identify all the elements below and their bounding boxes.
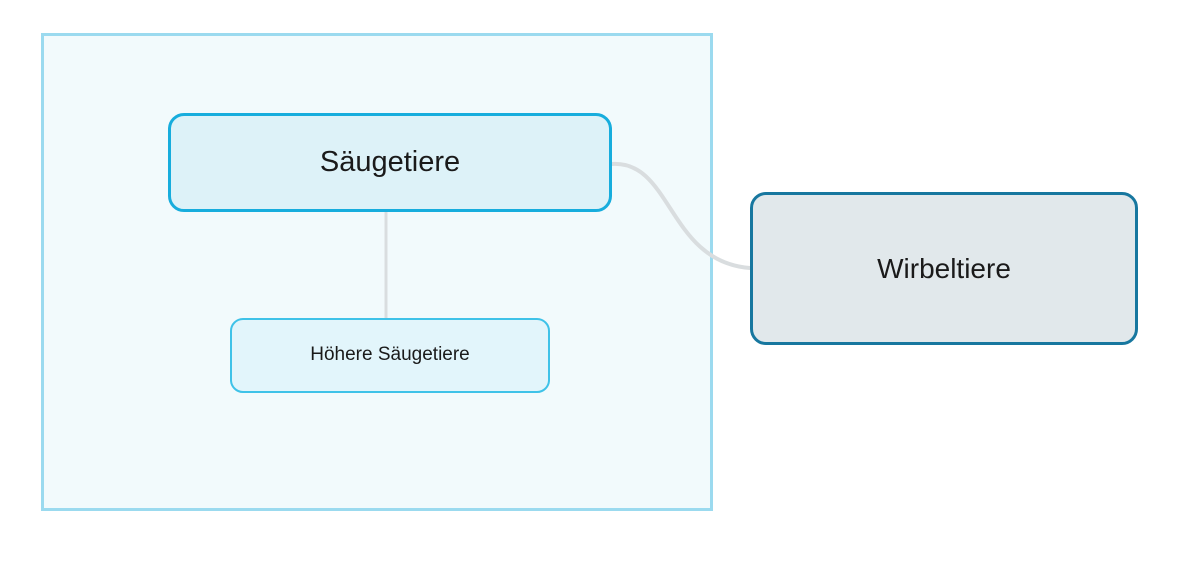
- node-wirbeltiere[interactable]: Wirbeltiere: [750, 192, 1138, 345]
- node-saugetiere[interactable]: Säugetiere: [168, 113, 612, 212]
- node-saugetiere-label: Säugetiere: [319, 146, 461, 179]
- node-hoehere-saugetiere-label: Höhere Säugetiere: [310, 344, 470, 366]
- node-wirbeltiere-label: Wirbeltiere: [877, 252, 1011, 284]
- group-container-saugetiere[interactable]: [41, 33, 713, 511]
- node-hoehere-saugetiere[interactable]: Höhere Säugetiere: [230, 318, 550, 393]
